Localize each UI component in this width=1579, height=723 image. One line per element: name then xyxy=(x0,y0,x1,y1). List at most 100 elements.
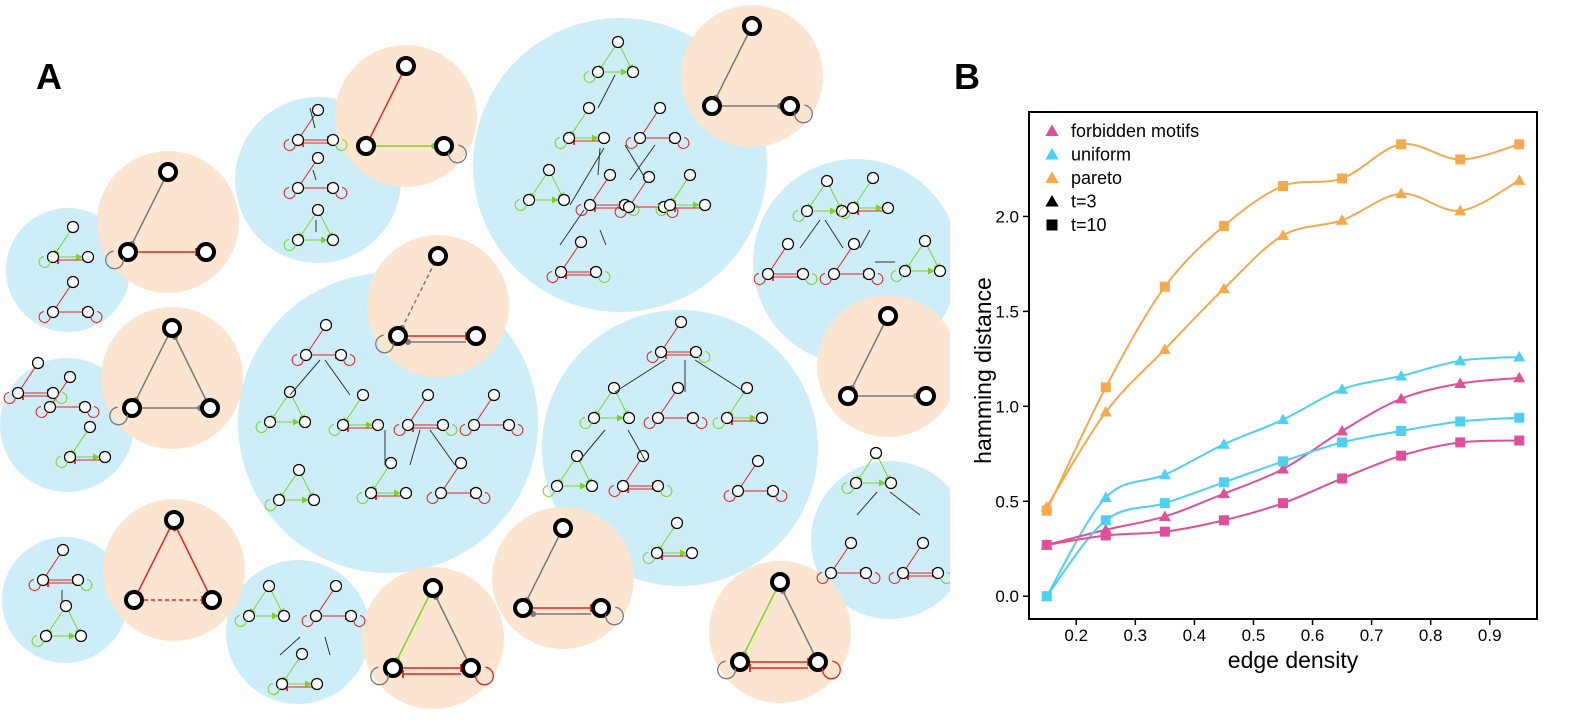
motif-node xyxy=(653,101,667,115)
motif-node xyxy=(46,305,60,319)
motif-node xyxy=(869,446,883,460)
data-point-forbidden-motifs-t10 xyxy=(1159,526,1170,537)
data-point-pareto-t10 xyxy=(1218,220,1229,231)
arrowhead xyxy=(305,680,312,688)
motif-node xyxy=(622,411,636,425)
motif-node xyxy=(298,415,312,429)
data-point-uniform-t3 xyxy=(1099,491,1112,502)
self-loop xyxy=(475,666,494,686)
data-point-pareto-t3 xyxy=(1454,204,1467,216)
motif-node xyxy=(587,411,601,425)
self-loop xyxy=(554,137,567,149)
data-point-pareto-t3 xyxy=(1277,229,1289,240)
hierarchy-connector xyxy=(599,229,607,246)
motif-node xyxy=(916,386,936,406)
motif-node xyxy=(686,411,700,425)
data-point-pareto-t10 xyxy=(1396,139,1407,150)
arrowhead xyxy=(580,482,587,490)
motif-node xyxy=(124,590,144,610)
data-point-forbidden-motifs-t3 xyxy=(1158,510,1171,521)
self-loop xyxy=(643,417,656,429)
motif-node xyxy=(847,237,861,251)
data-point-pareto-t10 xyxy=(1455,154,1466,165)
arrowhead xyxy=(830,207,837,215)
motif-node xyxy=(71,573,85,587)
motif-node xyxy=(562,131,576,145)
hierarchy-connector xyxy=(312,169,317,181)
motif-node xyxy=(292,463,306,477)
arrowhead xyxy=(552,196,559,204)
motif-node xyxy=(685,546,699,560)
motif-node xyxy=(611,35,625,49)
hierarchy-connector xyxy=(309,107,316,129)
motif-node xyxy=(283,385,297,399)
motif-node xyxy=(98,450,112,464)
data-point-pareto-t3 xyxy=(1158,343,1171,354)
self-loop xyxy=(283,239,296,251)
self-loop xyxy=(234,615,247,627)
self-loop xyxy=(888,572,901,584)
motif-node xyxy=(740,381,754,395)
motif-edge xyxy=(743,581,781,655)
data-point-pareto-t10 xyxy=(1337,173,1348,184)
self-loop xyxy=(614,206,627,218)
y-tick-label: 2.0 xyxy=(995,207,1019,226)
self-loop xyxy=(605,606,624,626)
self-loop xyxy=(283,187,296,199)
arrowhead xyxy=(272,612,279,620)
self-loop xyxy=(940,572,950,584)
motif-edge xyxy=(396,587,434,661)
motif-node xyxy=(371,418,385,432)
motif-node xyxy=(651,479,665,493)
motif-node xyxy=(582,101,596,115)
motif-node xyxy=(583,198,597,212)
motif-edge xyxy=(369,65,407,139)
arrowhead xyxy=(293,418,300,426)
motif-node xyxy=(401,418,415,432)
data-point-uniform-t10 xyxy=(1455,416,1466,427)
legend-label: t=10 xyxy=(1071,215,1107,235)
data-point-uniform-t3 xyxy=(1454,354,1467,366)
data-point-pareto-t3 xyxy=(1513,174,1526,185)
self-loop xyxy=(55,392,68,404)
data-point-forbidden-motifs-t3 xyxy=(1513,371,1526,383)
motif-node xyxy=(423,578,443,598)
y-axis-label: hamming distance xyxy=(970,277,996,464)
motif-node xyxy=(56,543,70,557)
motif-node xyxy=(670,516,684,530)
self-loop xyxy=(31,635,44,647)
motif-node xyxy=(81,305,95,319)
data-point-pareto-t3 xyxy=(1040,500,1053,512)
motif-node xyxy=(542,163,556,177)
self-loop xyxy=(28,579,41,591)
plot-frame xyxy=(1028,111,1538,620)
motif-edge xyxy=(176,528,209,593)
motif-node xyxy=(585,479,599,493)
data-point-uniform-t10 xyxy=(1159,498,1170,509)
motif-node xyxy=(698,198,712,212)
data-point-uniform-t3 xyxy=(1513,350,1526,362)
data-point-uniform-t10 xyxy=(1041,591,1052,602)
hierarchy-connector xyxy=(324,359,351,396)
self-loop xyxy=(660,485,673,497)
motif-node xyxy=(916,536,930,550)
motif-node xyxy=(291,181,305,195)
x-tick-label: 0.7 xyxy=(1360,626,1384,645)
motif-node xyxy=(63,450,77,464)
data-point-forbidden-motifs-t3 xyxy=(1217,487,1230,499)
self-loop xyxy=(792,210,805,222)
self-loop xyxy=(38,311,51,323)
motif-node xyxy=(800,204,814,218)
motif-node xyxy=(11,386,25,400)
self-loop xyxy=(868,572,881,584)
motif-edge xyxy=(526,527,564,601)
motif-node xyxy=(202,590,222,610)
hierarchy-connector xyxy=(624,144,646,179)
x-axis-label: edge density xyxy=(1228,647,1359,673)
data-point-uniform-t10 xyxy=(1514,412,1525,423)
data-point-uniform-t3 xyxy=(1158,468,1171,480)
motif-node xyxy=(454,456,468,470)
arrowhead xyxy=(879,479,886,487)
motif-node xyxy=(467,418,481,432)
self-loop xyxy=(677,137,690,149)
